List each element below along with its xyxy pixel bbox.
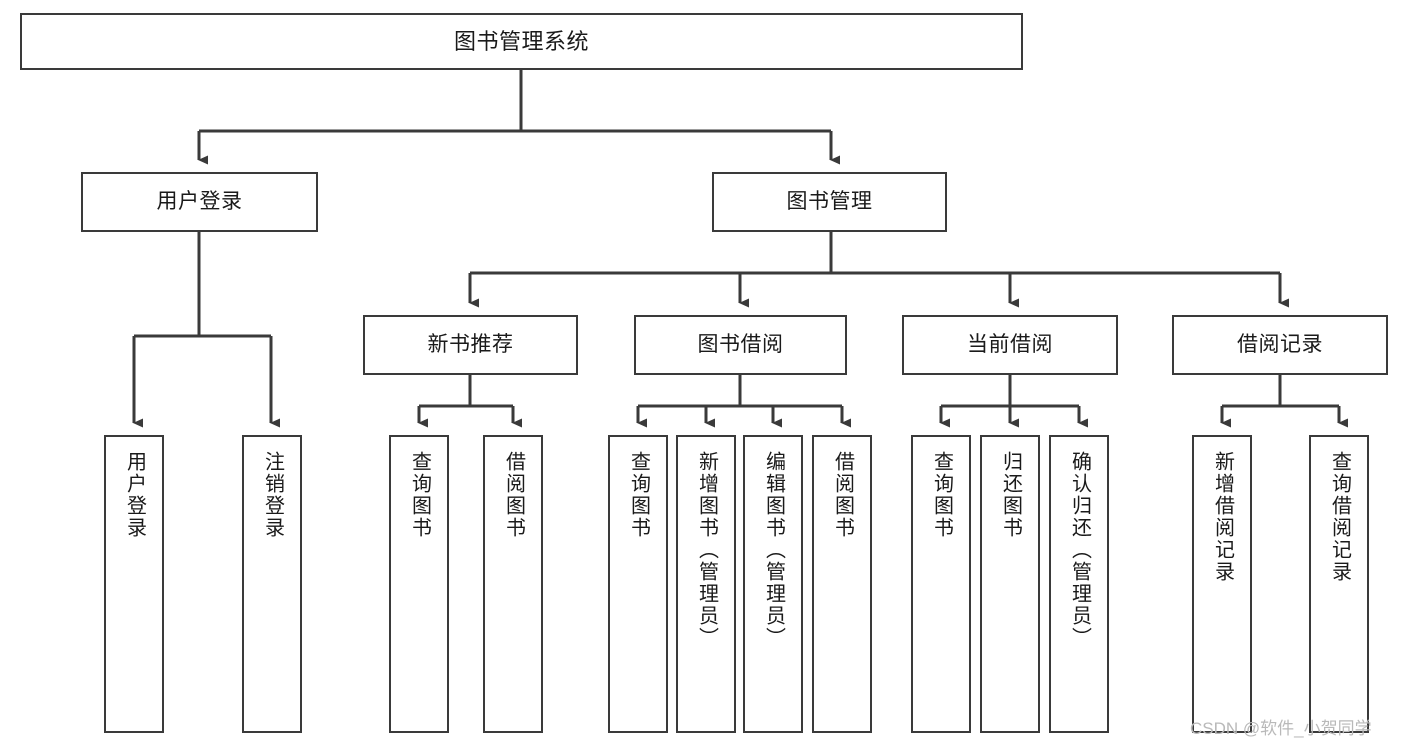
node-label: 图书管理系统 — [453, 28, 589, 54]
node-book-manage[interactable]: 图书管理 — [712, 172, 947, 232]
node-leaf-return-book[interactable]: 归还图书 — [980, 435, 1040, 733]
node-label: 图书管理 — [786, 189, 873, 213]
node-label: 借阅图书 — [831, 451, 854, 539]
node-leaf-borrow-book-1[interactable]: 借阅图书 — [483, 435, 543, 733]
node-borrow-record[interactable]: 借阅记录 — [1172, 315, 1388, 375]
node-label: 查询图书 — [408, 451, 431, 539]
node-new-book-recommend[interactable]: 新书推荐 — [363, 315, 578, 375]
node-label: 新增借阅记录 — [1211, 451, 1234, 583]
node-leaf-add-book[interactable]: 新增图书（管理员） — [676, 435, 736, 733]
node-label: 借阅图书 — [502, 451, 525, 539]
node-label: 确认归还（管理员） — [1068, 451, 1091, 649]
node-label: 查询图书 — [930, 451, 953, 539]
node-label: 新增图书（管理员） — [695, 451, 718, 649]
node-label: 当前借阅 — [967, 332, 1053, 356]
node-label: 新书推荐 — [427, 332, 514, 356]
node-label: 编辑图书（管理员） — [762, 451, 785, 649]
node-label: 查询图书 — [627, 451, 650, 539]
node-root-system[interactable]: 图书管理系统 — [20, 13, 1023, 70]
node-leaf-query-book-3[interactable]: 查询图书 — [911, 435, 971, 733]
node-leaf-query-book-1[interactable]: 查询图书 — [389, 435, 449, 733]
node-label: 图书借阅 — [697, 332, 784, 356]
node-leaf-user-login[interactable]: 用户登录 — [104, 435, 164, 733]
node-label: 归还图书 — [999, 451, 1022, 539]
node-leaf-logout-login[interactable]: 注销登录 — [242, 435, 302, 733]
node-label: 借阅记录 — [1237, 332, 1323, 356]
node-leaf-edit-book[interactable]: 编辑图书（管理员） — [743, 435, 803, 733]
node-leaf-borrow-book-2[interactable]: 借阅图书 — [812, 435, 872, 733]
csdn-watermark: CSDN @软件_小贺同学 — [1190, 719, 1372, 738]
node-label: 注销登录 — [261, 451, 284, 539]
node-user-login[interactable]: 用户登录 — [81, 172, 318, 232]
node-current-borrow[interactable]: 当前借阅 — [902, 315, 1118, 375]
node-label: 用户登录 — [123, 451, 146, 539]
node-label: 用户登录 — [156, 189, 243, 213]
node-label: 查询借阅记录 — [1328, 451, 1351, 583]
node-leaf-confirm-return[interactable]: 确认归还（管理员） — [1049, 435, 1109, 733]
node-leaf-query-book-2[interactable]: 查询图书 — [608, 435, 668, 733]
node-leaf-query-record[interactable]: 查询借阅记录 — [1309, 435, 1369, 733]
node-leaf-add-record[interactable]: 新增借阅记录 — [1192, 435, 1252, 733]
node-book-borrow[interactable]: 图书借阅 — [634, 315, 847, 375]
